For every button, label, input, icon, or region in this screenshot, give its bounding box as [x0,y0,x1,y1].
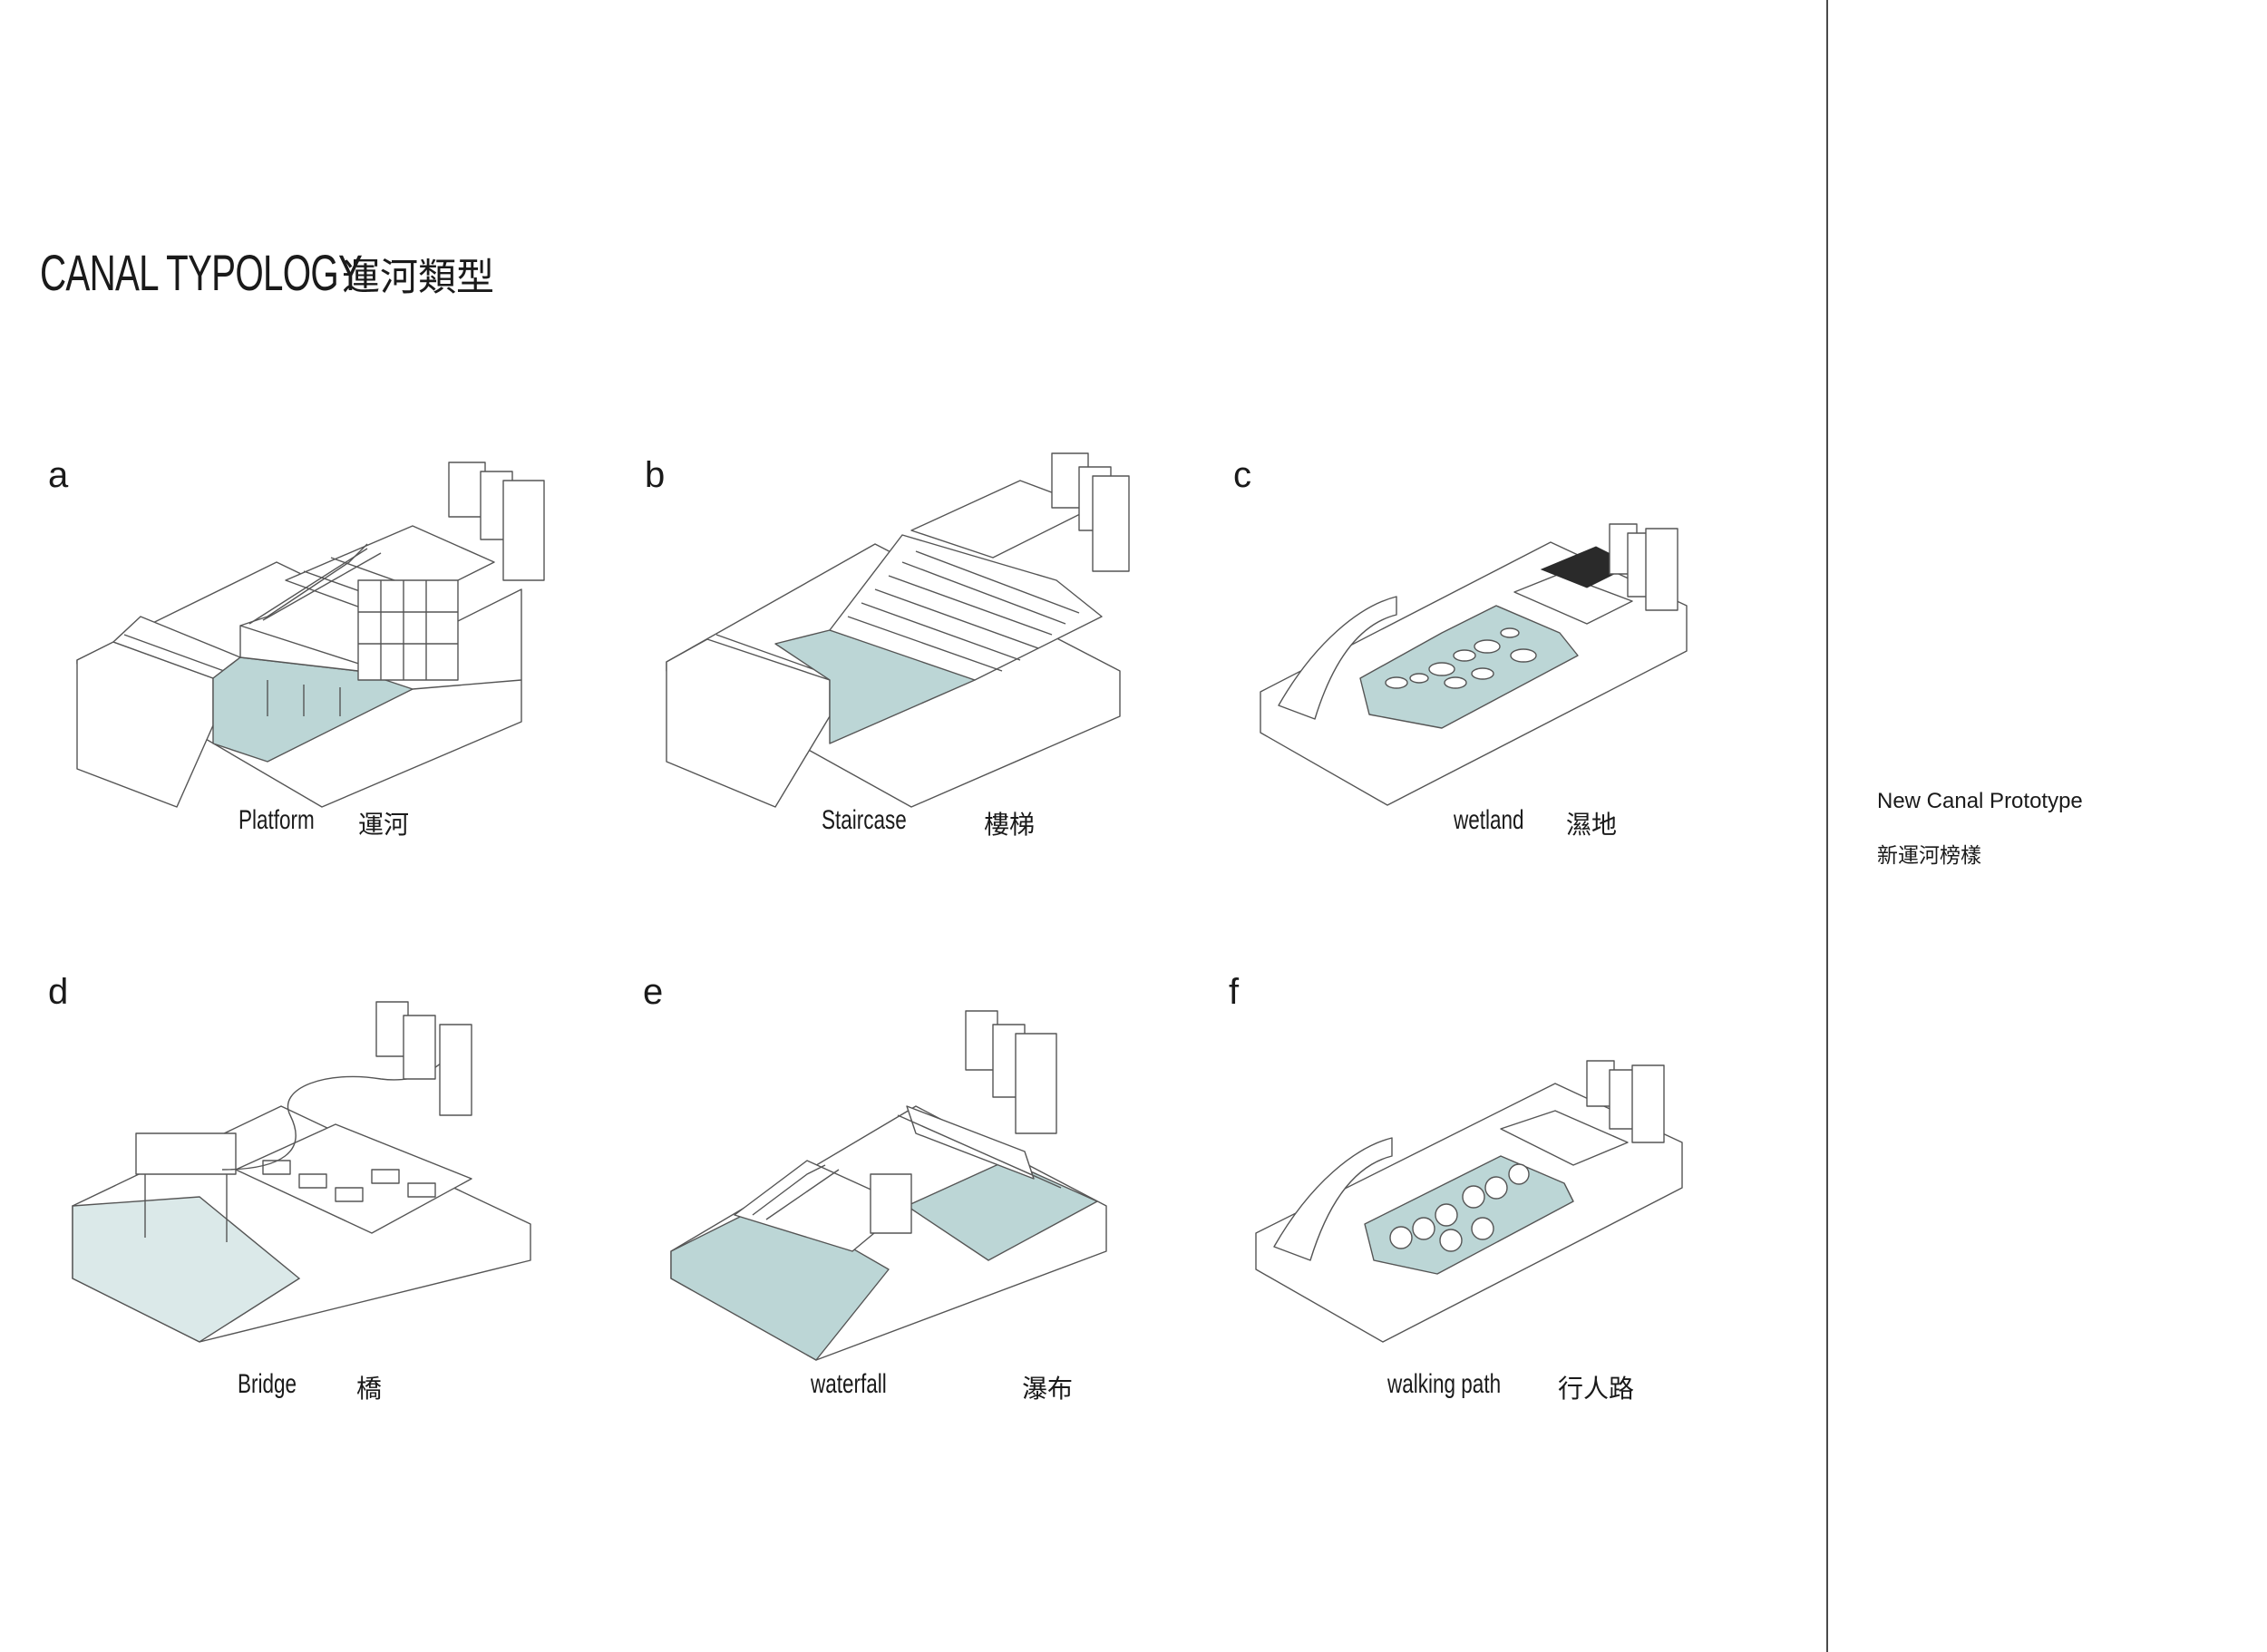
panel-c-diagram [1260,497,1696,805]
page-title-en: CANAL TYPOLOGY [40,244,363,301]
panel-c-caption-en: wetland [1454,805,1524,835]
panel-f-caption-en: walking path [1387,1369,1502,1399]
panel-a-caption-zh: 運河 [358,810,410,840]
sidebar-title-en: New Canal Prototype [1877,789,2083,813]
page-title: CANAL TYPOLOGY 運河類型 [40,243,494,302]
sidebar-title-zh: 新運河榜樣 [1877,844,1981,868]
panel-f-caption-zh: 行人路 [1558,1374,1635,1404]
panel-b-caption-zh: 樓梯 [984,810,1036,840]
panel-d-caption-zh: 橋 [356,1374,383,1404]
page-title-zh: 運河類型 [342,255,495,299]
panel-d-caption-en: Bridge [238,1369,297,1399]
panel-a-letter: a [48,455,69,495]
panel-a-caption-en: Platform [238,805,315,835]
panel-b-letter: b [645,455,666,495]
panel-e-caption-zh: 瀑布 [1022,1374,1074,1404]
panel-a-diagram [68,444,540,807]
panel-d-diagram [73,988,535,1342]
panel-b-diagram [666,444,1129,807]
vertical-divider [1826,0,1828,1652]
panel-f-letter: f [1229,972,1240,1012]
panel-f-diagram [1256,1043,1691,1342]
panel-c-caption-zh: 濕地 [1566,810,1618,840]
panel-e-caption-en: waterfall [811,1369,887,1399]
panel-e-letter: e [643,972,664,1012]
panel-c-letter: c [1233,455,1251,495]
panel-b-caption-en: Staircase [822,805,907,835]
panel-d-letter: d [48,972,69,1012]
panel-e-diagram [671,997,1106,1360]
